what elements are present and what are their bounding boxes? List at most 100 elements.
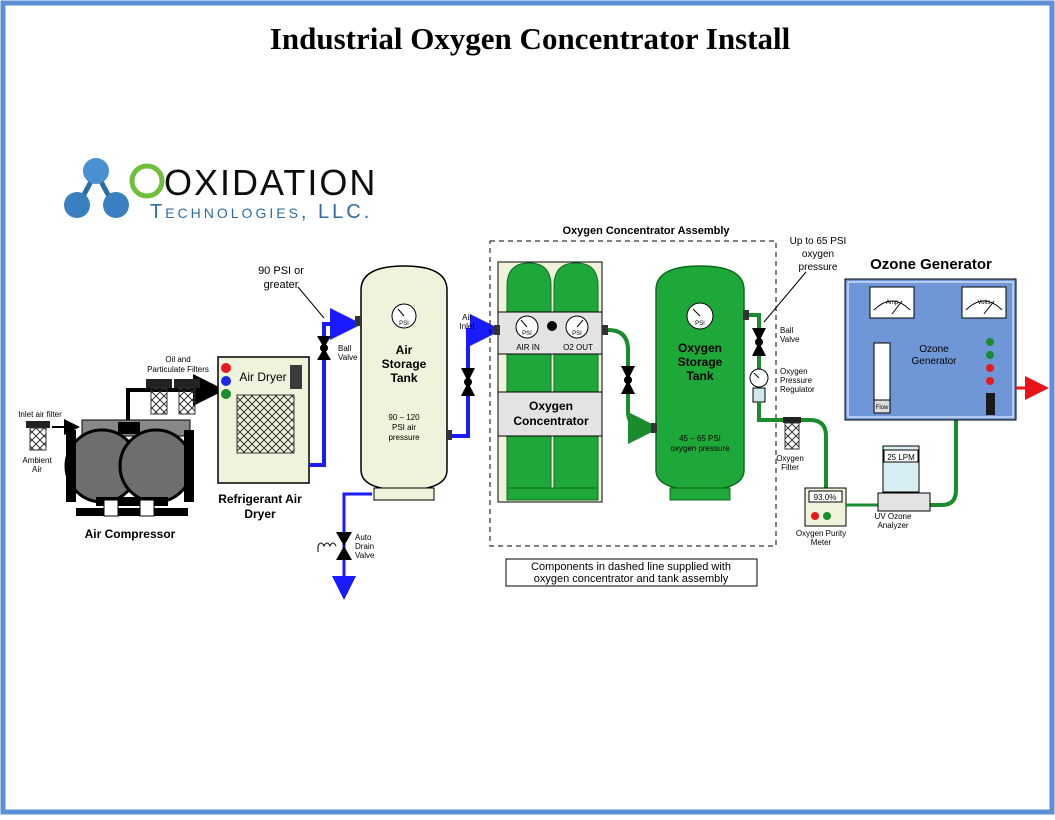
ball-valve-label-2: Valve	[780, 335, 800, 344]
air-inlet-line	[452, 314, 502, 438]
o2-filter-label: Oxygen	[776, 454, 804, 463]
auto-drain-label-2: Drain	[355, 542, 374, 551]
ozone-line	[930, 420, 958, 507]
oxygen-pressure-regulator	[749, 368, 769, 403]
svg-text:PSI: PSI	[572, 331, 582, 337]
air-compressor	[64, 419, 194, 517]
upto-label-3: pressure	[799, 262, 838, 273]
recycle-ring-icon	[129, 163, 165, 199]
status-light-icon	[986, 338, 994, 346]
filters-label-2: Particulate Filters	[147, 365, 209, 374]
air-tank-label: Air	[396, 343, 413, 357]
upto-label: Up to 65 PSI	[790, 236, 847, 247]
ball-valve-label-2: Valve	[338, 353, 358, 362]
ozone-label: Ozone	[919, 344, 949, 355]
psi90-label: 90 PSI or	[258, 265, 304, 277]
purity-label-2: Meter	[811, 538, 832, 547]
note-text-2: oxygen concentrator and tank assembly	[534, 573, 729, 585]
uv-ozone-analyzer	[877, 445, 931, 512]
purity-value: 93.0%	[814, 493, 837, 502]
concentrator-label: Oxygen	[529, 399, 573, 413]
ball-valve-label: Ball	[780, 326, 794, 335]
air-dryer-label: Air Dryer	[239, 370, 286, 384]
status-light-icon	[811, 512, 819, 520]
o2-tank-label: Oxygen	[678, 341, 722, 355]
oxygen-line	[607, 328, 660, 444]
ball-valve-icon	[752, 328, 766, 356]
ambient-label-2: Air	[32, 465, 42, 474]
o2-tank-label-3: Tank	[686, 369, 713, 383]
status-light-icon	[986, 364, 994, 372]
logo-dot-icon	[64, 192, 90, 218]
gauge-label: PSI	[399, 321, 409, 327]
volts-label: Volts	[977, 300, 990, 306]
voltmeter-icon	[961, 286, 1007, 319]
oil-particulate-filters	[146, 379, 200, 415]
flow-value: 25 LPM	[887, 453, 915, 462]
ball-valve-icon	[621, 366, 635, 394]
purity-label: Oxygen Purity	[796, 529, 846, 538]
air-storage-tank: PSI	[355, 265, 452, 501]
logo-subtitle: Technologies, LLC.	[150, 201, 372, 223]
o2-out-label: O2 OUT	[563, 343, 593, 352]
oxygen-storage-tank: PSI	[651, 265, 749, 501]
ball-valve-label: Ball	[338, 344, 352, 353]
auto-drain-valve-icon	[317, 532, 352, 560]
assembly-label: Oxygen Concentrator Assembly	[562, 225, 730, 237]
logo-name: OXIDATION	[164, 162, 377, 203]
ball-valve-icon	[461, 368, 475, 396]
air-tank-label-2: Storage	[382, 357, 427, 371]
uv-analyzer-label: UV Ozone	[875, 512, 912, 521]
inlet-filter	[26, 421, 50, 451]
ref-dryer-label: Refrigerant Air	[218, 492, 302, 506]
note-box	[505, 558, 758, 587]
ozone-generator-heading: Ozone Generator	[870, 256, 992, 273]
auto-drain-label: Auto	[355, 533, 372, 542]
air-compressor-label: Air Compressor	[85, 527, 176, 541]
assembly-boundary	[489, 240, 777, 547]
page-title: Industrial Oxygen Concentrator Install	[270, 21, 791, 56]
air-line	[309, 308, 362, 467]
refrigerant-air-dryer	[217, 356, 310, 484]
o2-filter-label-2: Filter	[781, 463, 799, 472]
oxygen-concentrator: PSI PSI	[494, 261, 608, 503]
ozone-label-2: Generator	[911, 356, 957, 367]
oxygen-filter	[783, 417, 801, 450]
status-light-icon	[221, 376, 231, 386]
o2-pressure-label-2: oxygen pressure	[670, 444, 730, 453]
regulator-label-3: Regulator	[780, 385, 815, 394]
ambient-label: Ambient	[22, 456, 52, 465]
air-pressure-label-2: PSI air	[392, 423, 416, 432]
ammeter-icon	[869, 286, 915, 319]
air-inlet-label-2: Inlet	[459, 322, 475, 331]
svg-text:PSI: PSI	[522, 331, 532, 337]
o2-tank-label-2: Storage	[678, 355, 723, 369]
ozone-generator	[844, 278, 1017, 421]
flow-label: Flow	[876, 405, 889, 411]
oxygen-line	[757, 402, 828, 488]
air-pressure-label-3: pressure	[388, 433, 420, 442]
amp-label: Amp	[886, 300, 899, 306]
o2-pressure-label: 45 – 65 PSI	[679, 434, 721, 443]
note-text: Components in dashed line supplied with	[531, 561, 731, 573]
uv-analyzer-label-2: Analyzer	[877, 521, 908, 530]
company-logo: OXIDATION Technologies, LLC.	[64, 158, 377, 223]
logo-dot-icon	[83, 158, 109, 184]
svg-text:PSI: PSI	[695, 321, 705, 327]
status-light-icon	[221, 389, 231, 399]
regulator-label-2: Pressure	[780, 376, 813, 385]
auto-drain-label-3: Valve	[355, 551, 375, 560]
oxygen-purity-meter	[804, 487, 847, 527]
status-light-icon	[986, 351, 994, 359]
air-pressure-label: 90 – 120	[388, 413, 420, 422]
inlet-filter-label: Inlet air filter	[18, 410, 62, 419]
logo-dot-icon	[103, 192, 129, 218]
concentrator-label-2: Concentrator	[513, 414, 589, 428]
air-in-label: AIR IN	[516, 343, 540, 352]
ball-valve-icon	[317, 336, 331, 360]
status-light-icon	[221, 363, 231, 373]
status-light-icon	[823, 512, 831, 520]
